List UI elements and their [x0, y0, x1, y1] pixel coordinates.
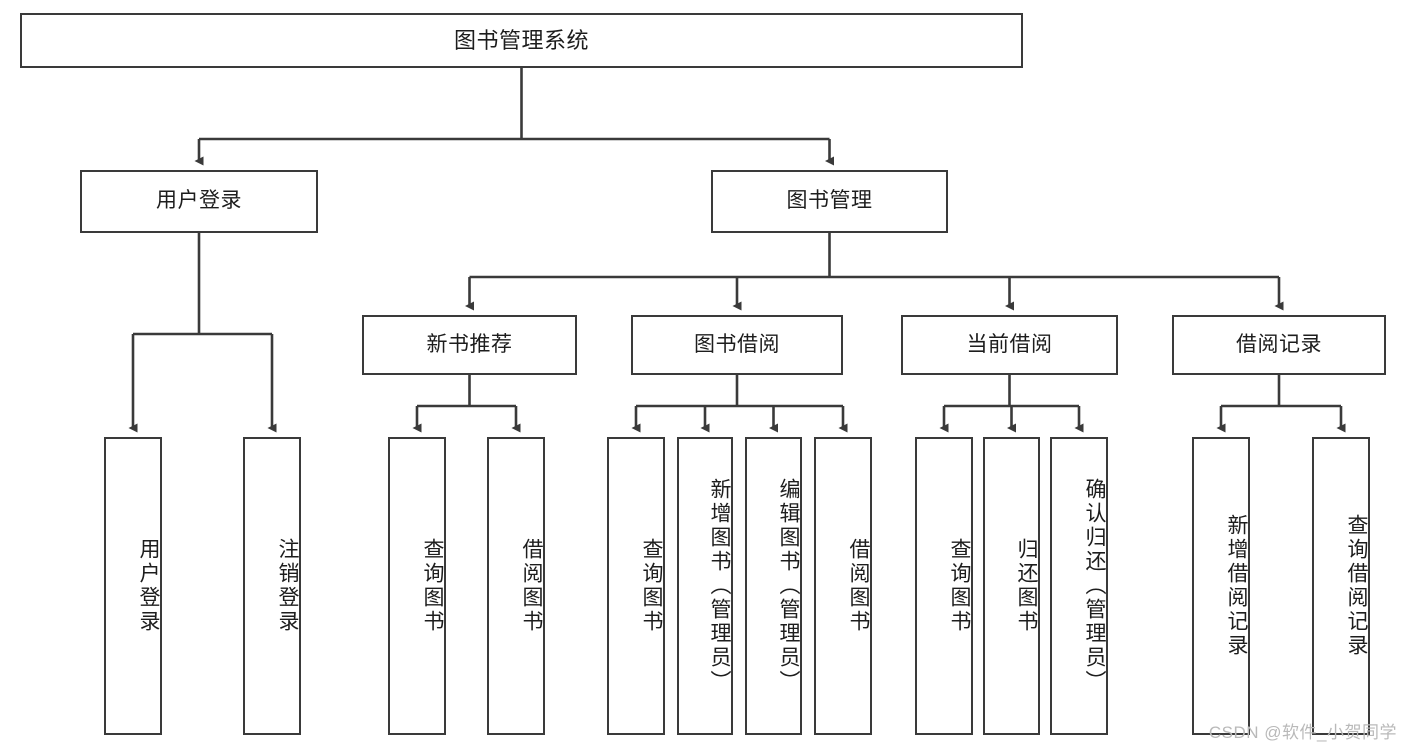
node-leaf-query-book-3-label: 查询图书 [948, 538, 971, 634]
node-leaf-add-record-label: 新增借阅记录 [1225, 514, 1248, 658]
node-book-management-label: 图书管理 [786, 189, 873, 213]
node-leaf-query-book-1[interactable]: 查询图书 [388, 437, 446, 735]
node-book-management[interactable]: 图书管理 [711, 170, 948, 233]
node-leaf-query-book-2[interactable]: 查询图书 [607, 437, 665, 735]
node-book-borrowing[interactable]: 图书借阅 [631, 315, 843, 375]
node-leaf-query-book-1-label: 查询图书 [421, 538, 444, 634]
node-root[interactable]: 图书管理系统 [20, 13, 1023, 68]
node-new-book-recommendation[interactable]: 新书推荐 [362, 315, 577, 375]
node-borrowing-record-label: 借阅记录 [1236, 332, 1322, 356]
node-leaf-add-book-label: 新增图书（管理员） [708, 478, 731, 694]
node-leaf-return-book-label: 归还图书 [1015, 538, 1038, 634]
node-book-borrowing-label: 图书借阅 [694, 332, 780, 356]
node-borrowing-record[interactable]: 借阅记录 [1172, 315, 1386, 375]
node-leaf-edit-book[interactable]: 编辑图书（管理员） [745, 437, 802, 735]
node-leaf-add-record[interactable]: 新增借阅记录 [1192, 437, 1250, 735]
node-leaf-borrow-book-1[interactable]: 借阅图书 [487, 437, 545, 735]
watermark: CSDN @软件_小贺同学 [1208, 723, 1397, 742]
node-leaf-user-login-label: 用户登录 [137, 538, 160, 634]
node-leaf-add-book[interactable]: 新增图书（管理员） [677, 437, 733, 735]
node-leaf-return-book[interactable]: 归还图书 [983, 437, 1040, 735]
node-leaf-edit-book-label: 编辑图书（管理员） [777, 478, 800, 694]
node-current-borrowing[interactable]: 当前借阅 [901, 315, 1118, 375]
node-current-borrowing-label: 当前借阅 [966, 332, 1053, 356]
node-leaf-logout[interactable]: 注销登录 [243, 437, 301, 735]
node-leaf-borrow-book-2[interactable]: 借阅图书 [814, 437, 872, 735]
node-root-label: 图书管理系统 [453, 27, 589, 53]
node-user-login-label: 用户登录 [156, 189, 242, 213]
node-leaf-confirm-return-label: 确认归还（管理员） [1083, 478, 1106, 694]
node-leaf-query-book-3[interactable]: 查询图书 [915, 437, 973, 735]
node-leaf-borrow-book-1-label: 借阅图书 [520, 538, 543, 634]
node-leaf-query-record-label: 查询借阅记录 [1345, 514, 1368, 658]
node-leaf-user-login[interactable]: 用户登录 [104, 437, 162, 735]
node-leaf-confirm-return[interactable]: 确认归还（管理员） [1050, 437, 1108, 735]
node-leaf-query-record[interactable]: 查询借阅记录 [1312, 437, 1370, 735]
node-leaf-query-book-2-label: 查询图书 [640, 538, 663, 634]
node-user-login[interactable]: 用户登录 [80, 170, 318, 233]
node-leaf-borrow-book-2-label: 借阅图书 [847, 538, 870, 634]
node-new-book-recommendation-label: 新书推荐 [426, 332, 513, 356]
node-leaf-logout-label: 注销登录 [276, 538, 299, 634]
